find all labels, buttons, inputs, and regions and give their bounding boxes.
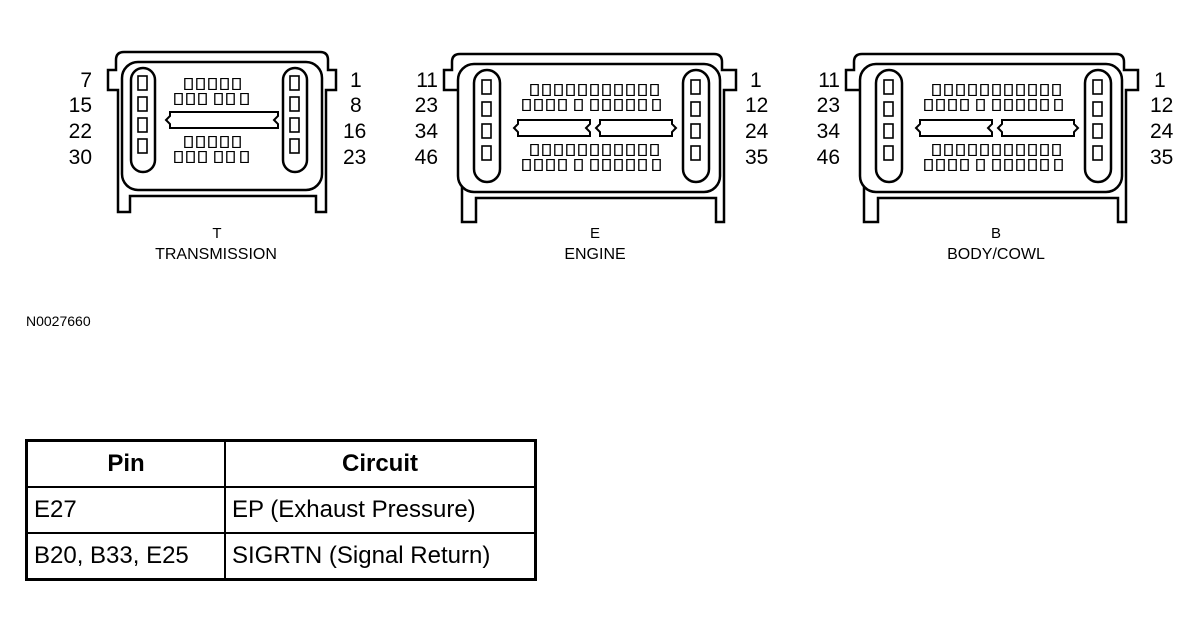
- table-header-row: Pin Circuit: [25, 439, 537, 488]
- pin-label: 23: [415, 94, 438, 117]
- column-header-circuit: Circuit: [224, 439, 537, 488]
- circuit-cell: EP (Exhaust Pressure): [224, 486, 537, 534]
- table-row: E27 EP (Exhaust Pressure): [25, 486, 537, 534]
- pin-label: 11: [416, 69, 438, 92]
- pin-label: 22: [69, 120, 92, 143]
- pin-label: 15: [69, 94, 92, 117]
- latch-slot: [594, 119, 678, 137]
- pin-cell: E27: [25, 486, 226, 534]
- pin-label: 1: [750, 69, 762, 92]
- pin-label: 7: [80, 69, 92, 92]
- connector-letter: B: [991, 225, 1001, 242]
- connector-engine: 11 23 34 46 1 12 24 35 E ENGINE: [415, 52, 769, 263]
- pin-label: 1: [1154, 69, 1166, 92]
- connector-name: TRANSMISSION: [155, 246, 277, 263]
- column-header-pin: Pin: [25, 439, 226, 488]
- reference-code: N0027660: [26, 313, 91, 329]
- circuit-cell: SIGRTN (Signal Return): [224, 532, 537, 581]
- connector-letter: E: [590, 225, 600, 242]
- pin-label: 12: [1150, 94, 1173, 117]
- pin-label: 12: [745, 94, 768, 117]
- pin-label: 24: [1150, 120, 1174, 143]
- pin-label: 46: [415, 146, 438, 169]
- pin-label: 30: [69, 146, 92, 169]
- pin-label: 8: [350, 94, 362, 117]
- pin-label: 35: [745, 146, 768, 169]
- latch-slot: [914, 119, 993, 137]
- pin-grid: [164, 78, 279, 163]
- pin-label: 1: [350, 69, 362, 92]
- pin-label: 35: [1150, 146, 1173, 169]
- connector-name: BODY/COWL: [947, 246, 1045, 263]
- pin-cell: B20, B33, E25: [25, 532, 226, 581]
- pin-label: 23: [817, 94, 840, 117]
- connector-body-cowl: 11 23 34 46 1 12 24 35 B BODY/COWL: [817, 52, 1174, 263]
- pin-label: 34: [415, 120, 439, 143]
- table-row: B20, B33, E25 SIGRTN (Signal Return): [25, 532, 537, 581]
- pin-label: 34: [817, 120, 841, 143]
- latch-slot: [512, 119, 591, 137]
- latch-slot: [996, 119, 1080, 137]
- pin-grid: [914, 84, 1080, 171]
- connector-letter: T: [212, 225, 221, 242]
- connector-name: ENGINE: [564, 246, 625, 263]
- pin-label: 11: [818, 69, 840, 92]
- connector-transmission: 7 15 22 30 1 8 16 23 T TRANSMISSION: [69, 50, 366, 263]
- pin-label: 16: [343, 120, 366, 143]
- pin-grid: [512, 84, 678, 171]
- pin-label: 24: [745, 120, 769, 143]
- latch-slot: [164, 111, 279, 129]
- connector-diagram: 7 15 22 30 1 8 16 23 T TRANSMISSION 11: [26, 50, 1174, 329]
- pin-label: 23: [343, 146, 366, 169]
- pin-label: 46: [817, 146, 840, 169]
- pin-circuit-table: Pin Circuit E27 EP (Exhaust Pressure) B2…: [25, 439, 537, 581]
